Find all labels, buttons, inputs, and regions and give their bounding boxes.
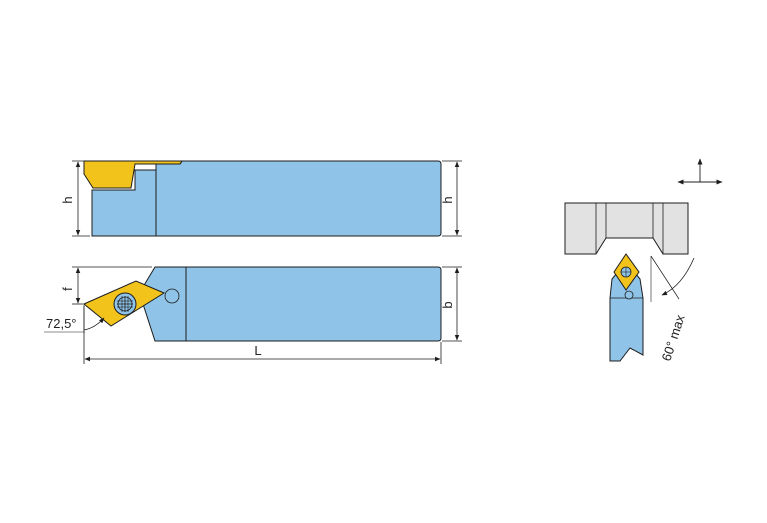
side-view: h h bbox=[60, 160, 462, 237]
label-ramp-angle: 60° max bbox=[659, 312, 688, 363]
dimension-h-left: h bbox=[60, 160, 90, 237]
workpiece bbox=[564, 202, 689, 255]
clamp-hole-icon bbox=[164, 288, 180, 304]
dimension-b: b bbox=[440, 266, 462, 342]
dimension-f: f bbox=[60, 266, 152, 305]
label-approach-angle: 72,5° bbox=[46, 316, 77, 331]
detail-view: 60° max bbox=[564, 158, 723, 363]
top-view: f b L 72,5° bbox=[44, 266, 462, 364]
side-view-shank bbox=[91, 160, 442, 237]
insert-screw-icon bbox=[113, 292, 137, 316]
label-f: f bbox=[60, 287, 75, 291]
label-h-left: h bbox=[60, 196, 75, 203]
top-view-shank bbox=[142, 266, 442, 342]
dimension-h-right: h bbox=[440, 160, 462, 237]
label-h-right: h bbox=[440, 196, 455, 203]
feed-direction-arrows-icon bbox=[677, 158, 723, 185]
dimension-ramp-angle: 60° max bbox=[650, 255, 695, 363]
label-L: L bbox=[254, 343, 261, 358]
side-view-insert bbox=[83, 160, 183, 189]
label-b: b bbox=[440, 301, 455, 308]
dimension-approach-angle: 72,5° bbox=[44, 304, 105, 333]
